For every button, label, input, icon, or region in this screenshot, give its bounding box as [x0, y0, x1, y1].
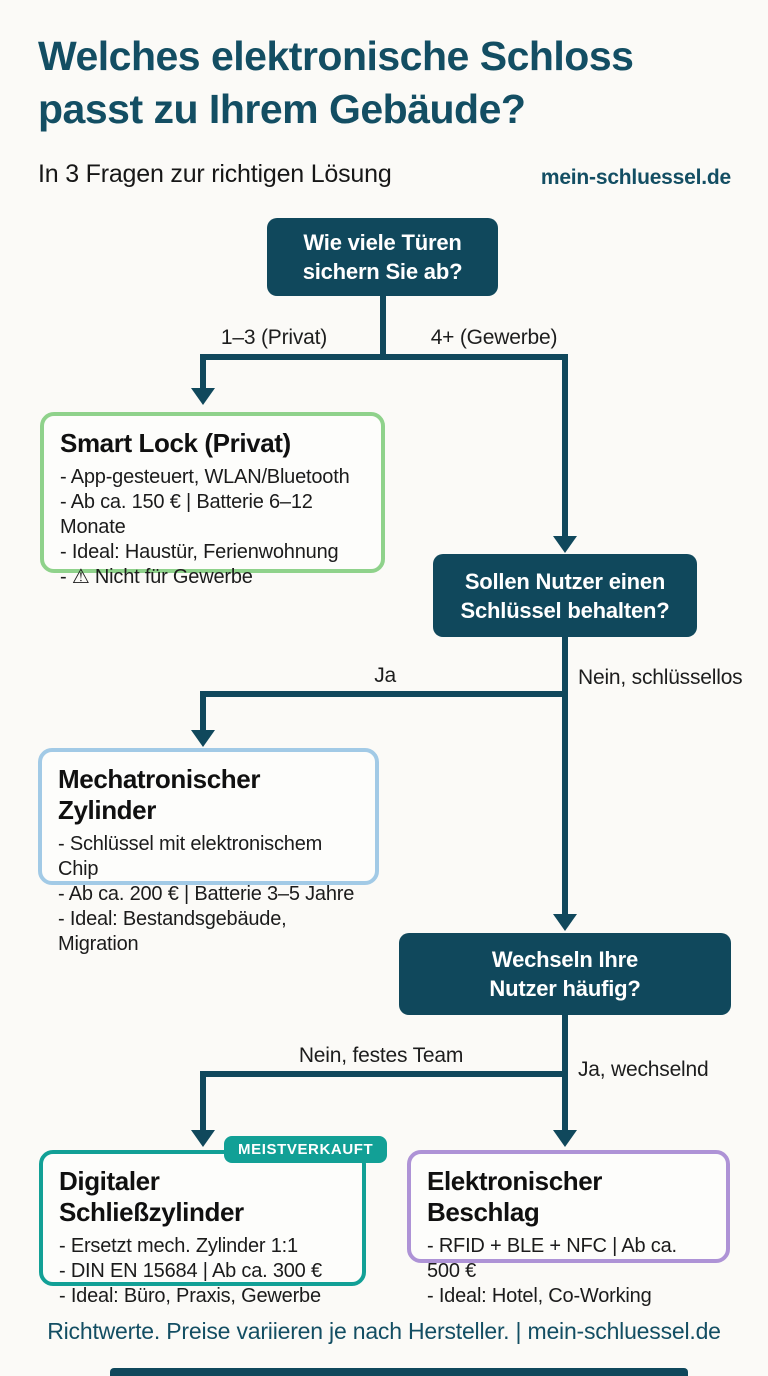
bestseller-badge: MEISTVERKAUFT: [224, 1136, 388, 1163]
arrow-down-digital-cylinder: [191, 1130, 215, 1147]
branch-label-fixed-team: Nein, festes Team: [298, 1044, 464, 1067]
smart-lock-bullet: - Ideal: Haustür, Ferienwohnung: [60, 541, 339, 563]
arrow-down-q2: [553, 536, 577, 553]
digital-cylinder-bullet: - Ersetzt mech. Zylinder 1:1: [59, 1235, 298, 1257]
branch-label-commercial: 4+ (Gewerbe): [430, 326, 558, 349]
smart-lock-title: Smart Lock (Privat): [60, 428, 291, 458]
digital-cylinder-title: Digitaler Schließzylinder: [59, 1166, 244, 1227]
mechatronic-bullet: - Schlüssel mit elektronischem Chip: [58, 833, 323, 880]
question-box-user-change: Wechseln Ihre Nutzer häufig?: [399, 933, 731, 1015]
smart-lock-bullet: - Ab ca. 150 € | Batterie 6–12 Monate: [60, 491, 313, 538]
result-box-mechatronic: Mechatronischer Zylinder - Schlüssel mit…: [38, 748, 379, 955]
connector-q3-left-drop: [200, 1071, 206, 1132]
arrow-down-q3: [553, 914, 577, 931]
page-title-line1: Welches elektronische Schloss: [38, 33, 634, 79]
page-subtitle: In 3 Fragen zur richtigen Lösung: [38, 160, 392, 188]
page-title: Welches elektronische Schloss passt zu I…: [38, 30, 738, 136]
connector-q1-right-drop: [562, 354, 568, 538]
mechatronic-bullet: - Ab ca. 200 € | Batterie 3–5 Jahre: [58, 883, 355, 905]
digital-cylinder-bullet: - DIN EN 15684 | Ab ca. 300 €: [59, 1260, 322, 1282]
connector-q3-split: [200, 1071, 568, 1077]
brand-text: mein-schluessel.de: [540, 166, 731, 189]
arrow-down-smart-lock: [191, 388, 215, 405]
question-user-change-line1: Wechseln Ihre: [491, 947, 639, 972]
mechatronic-bullet: - Ideal: Bestandsgebäude, Migration: [58, 908, 287, 955]
arrow-down-mechatronic: [191, 730, 215, 747]
result-box-digital-cylinder: Digitaler Schließzylinder - Ersetzt mech…: [39, 1150, 366, 1307]
connector-q1-left-drop: [200, 354, 206, 390]
question-box-doors: Wie viele Türen sichern Sie ab?: [267, 218, 498, 296]
footer-disclaimer: Richtwerte. Preise variieren je nach Her…: [47, 1318, 721, 1344]
branch-label-keyless: Nein, schlüssellos: [578, 666, 743, 689]
connector-q1-split: [200, 354, 568, 360]
connector-q2-left-drop: [200, 691, 206, 732]
electronic-fitting-title: Elektronischer Beschlag: [427, 1166, 603, 1227]
question-user-change-line2: Nutzer häufig?: [489, 976, 641, 1001]
page-title-line2: passt zu Ihrem Gebäude?: [38, 86, 526, 132]
mechatronic-title: Mechatronischer Zylinder: [58, 764, 261, 825]
question-doors-line1: Wie viele Türen: [303, 230, 462, 255]
branch-label-yes-key: Ja: [374, 664, 396, 687]
connector-q2-stem: [562, 637, 568, 916]
electronic-fitting-bullet: - Ideal: Hotel, Co-Working: [427, 1285, 652, 1307]
electronic-fitting-bullet: - RFID + BLE + NFC | Ab ca. 500 €: [427, 1235, 677, 1282]
digital-cylinder-bullet: - Ideal: Büro, Praxis, Gewerbe: [59, 1285, 321, 1307]
question-doors-line2: sichern Sie ab?: [302, 259, 463, 284]
branch-label-changing: Ja, wechselnd: [578, 1058, 709, 1081]
smart-lock-bullet: - ⚠ Nicht für Gewerbe: [60, 566, 253, 588]
connector-q2-split: [200, 691, 568, 697]
branch-label-private: 1–3 (Privat): [220, 326, 328, 349]
result-box-smart-lock: Smart Lock (Privat) - App-gesteuert, WLA…: [40, 412, 385, 588]
question-keep-key-line2: Schlüssel behalten?: [460, 597, 670, 623]
result-box-electronic-fitting: Elektronischer Beschlag - RFID + BLE + N…: [407, 1150, 730, 1307]
question-box-keep-key: Sollen Nutzer einen Schlüssel behalten?: [433, 554, 697, 637]
smart-lock-bullet: - App-gesteuert, WLAN/Bluetooth: [60, 466, 350, 488]
arrow-down-electronic-fitting: [553, 1130, 577, 1147]
connector-q1-stem: [380, 296, 386, 356]
bottom-accent-bar: [110, 1368, 688, 1376]
question-keep-key-line1: Sollen Nutzer einen: [464, 568, 666, 594]
